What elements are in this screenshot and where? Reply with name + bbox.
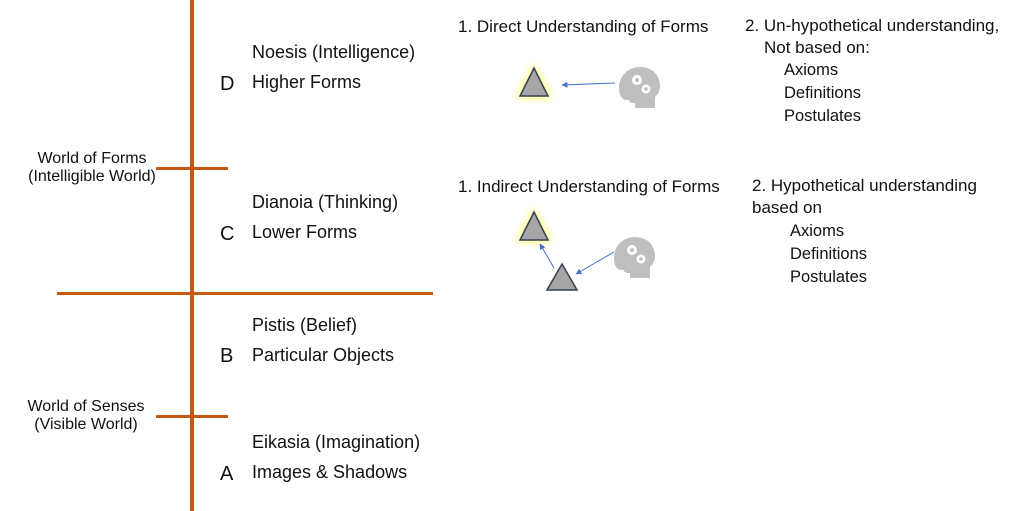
eikasia-title: Eikasia (Imagination) [252,432,421,452]
section-letter-d: D [220,73,235,95]
noesis-definitions: Definitions [784,84,862,102]
unhypothetical-line2: Not based on: [764,38,870,57]
dianoia-postulates: Postulates [790,268,868,286]
noesis-postulates: Postulates [784,107,862,125]
section-letter-c: C [220,223,235,245]
arrow-icon [575,251,615,275]
arrow-icon [539,243,555,269]
noesis-title: Noesis (Intelligence) [252,42,416,62]
head-gears-icon [614,237,655,278]
unhypothetical-line1: 2. Un-hypothetical understanding, [745,16,1000,35]
senses-tick-line [156,415,228,418]
pistis-title: Pistis (Belief) [252,315,358,335]
triangle-form-icon [545,262,579,291]
head-gears-icon [619,67,660,108]
dianoia-definitions: Definitions [790,245,868,263]
triangle-form-icon [516,64,552,98]
main-vertical-line [190,0,194,511]
forms-tick-line [156,167,228,170]
particular-objects-label: Particular Objects [252,345,395,365]
triangle-form-icon [516,208,552,242]
dianoia-axioms: Axioms [790,222,845,240]
higher-forms-label: Higher Forms [252,72,362,92]
hypothetical-line2: based on [752,198,822,217]
images-shadows-label: Images & Shadows [252,462,408,482]
section-letter-b: B [220,345,234,367]
world-of-senses-label: World of Senses (Visible World) [27,398,145,434]
indirect-understanding-heading: 1. Indirect Understanding of Forms [458,177,720,196]
dianoia-title: Dianoia (Thinking) [252,192,399,212]
forms-senses-divider [57,292,433,295]
world-of-forms-label: World of Forms (Intelligible World) [28,150,156,186]
direct-understanding-heading: 1. Direct Understanding of Forms [458,17,709,36]
noesis-axioms: Axioms [784,61,839,79]
section-letter-a: A [220,463,234,485]
lower-forms-label: Lower Forms [252,222,358,242]
hypothetical-line1: 2. Hypothetical understanding [752,176,977,195]
arrow-icon [561,81,616,88]
